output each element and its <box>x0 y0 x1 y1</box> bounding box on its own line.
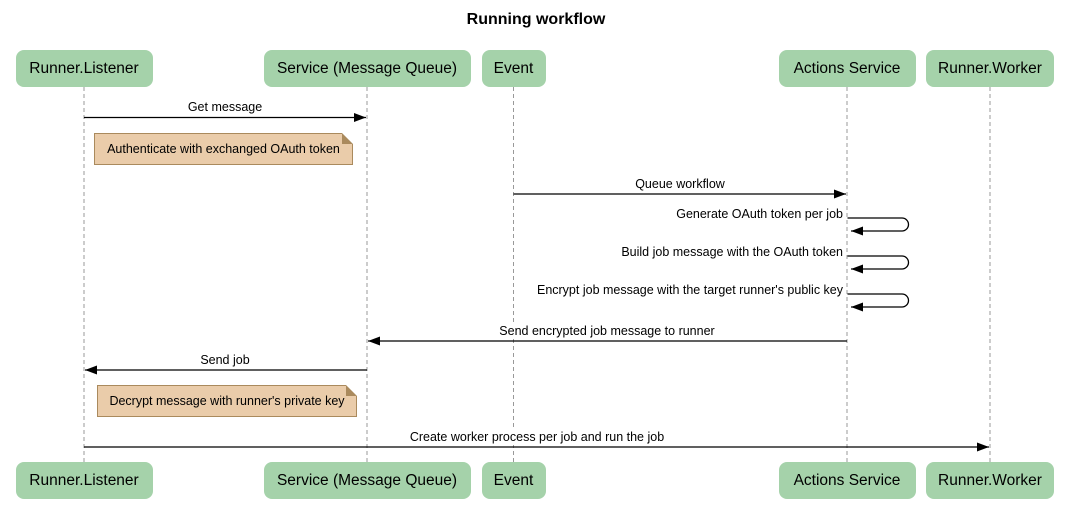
participant-bottom-event: Event <box>481 462 546 499</box>
participant-label: Actions Service <box>793 59 901 77</box>
message-label-queue-workflow: Queue workflow <box>633 177 727 192</box>
arrow-self-encrypt-job-message <box>847 293 910 312</box>
participant-top-event: Event <box>481 50 546 87</box>
arrow-self-generate-oauth-token <box>847 217 910 236</box>
note-decrypt-private-key: Decrypt message with runner's private ke… <box>97 384 358 417</box>
message-label-get-message: Get message <box>185 100 265 115</box>
participant-label: Actions Service <box>793 471 901 489</box>
message-label-build-job-message: Build job message with the OAuth token <box>619 245 845 260</box>
note-label: Decrypt message with runner's private ke… <box>109 394 345 408</box>
participant-top-service-message-queue: Service (Message Queue) <box>263 50 471 87</box>
participant-label: Runner.Listener <box>29 59 139 77</box>
message-label-generate-oauth-token: Generate OAuth token per job <box>674 207 845 222</box>
participant-top-actions-service: Actions Service <box>778 50 916 87</box>
participant-bottom-runner-listener: Runner.Listener <box>15 462 153 499</box>
participant-label: Event <box>493 59 534 77</box>
message-label-send-encrypted-job-message: Send encrypted job message to runner <box>497 324 717 339</box>
note-fold-icon <box>346 384 358 396</box>
message-label-encrypt-job-message: Encrypt job message with the target runn… <box>534 283 845 298</box>
note-label: Authenticate with exchanged OAuth token <box>107 142 340 156</box>
participant-bottom-runner-worker: Runner.Worker <box>926 462 1054 499</box>
message-label-send-job: Send job <box>198 353 252 368</box>
message-label-create-worker-process: Create worker process per job and run th… <box>407 430 667 445</box>
note-fold-icon <box>342 132 354 144</box>
participant-label: Runner.Listener <box>29 471 139 489</box>
participant-label: Service (Message Queue) <box>276 471 458 489</box>
participant-label: Runner.Worker <box>938 471 1042 489</box>
diagram-title: Running workflow <box>466 11 606 28</box>
participant-bottom-service-message-queue: Service (Message Queue) <box>263 462 471 499</box>
participant-label: Service (Message Queue) <box>276 59 458 77</box>
note-authenticate-oauth: Authenticate with exchanged OAuth token <box>94 132 354 165</box>
arrow-self-build-job-message <box>847 255 910 274</box>
participant-top-runner-listener: Runner.Listener <box>15 50 153 87</box>
participant-bottom-actions-service: Actions Service <box>778 462 916 499</box>
participant-label: Event <box>493 471 534 489</box>
participant-top-runner-worker: Runner.Worker <box>926 50 1054 87</box>
participant-label: Runner.Worker <box>938 59 1042 77</box>
